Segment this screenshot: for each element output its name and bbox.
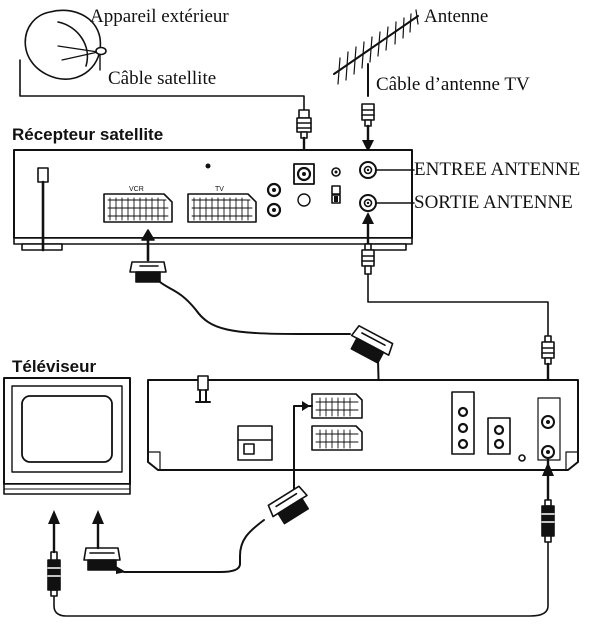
antenna-plug-vcr-out — [541, 499, 555, 543]
scart-plug-vcr-tv — [267, 485, 310, 525]
satellite-dish — [24, 9, 107, 80]
socket-label-vcr: VCR — [129, 186, 144, 193]
antenna-plug-tv — [47, 551, 61, 597]
scart-plug-receiver-side — [129, 261, 167, 283]
vcr — [147, 375, 579, 471]
antenna — [333, 9, 419, 97]
antenna-plug-receiver-out — [361, 243, 375, 275]
socket-label-tv: TV — [215, 186, 224, 193]
television — [3, 377, 131, 495]
receiver-scart-tv — [187, 193, 257, 223]
arrow-antenna-out — [362, 212, 374, 224]
label-satellite-receiver: Récepteur satellite — [12, 125, 164, 144]
arrow-antenna-tv — [48, 510, 60, 524]
rf-cable-vcr-tv — [53, 541, 549, 617]
label-satellite-cable: Câble satellite — [108, 68, 217, 89]
label-outdoor-unit: Appareil extérieur — [90, 6, 229, 27]
label-antenna: Antenne — [424, 6, 489, 27]
label-antenna-out: SORTIE ANTENNE — [414, 192, 573, 213]
satellite-receiver — [13, 149, 413, 252]
label-tv-antenna-cable: Câble d’antenne TV — [376, 74, 530, 95]
vcr-scart-lower — [311, 425, 363, 451]
scart-plug-tv — [83, 547, 126, 574]
arrow-scart-tv — [92, 510, 104, 524]
scart-plug-vcr-side — [350, 324, 394, 364]
arrow-vcr-antenna-out — [542, 462, 554, 476]
antenna-plug-vcr-in — [541, 335, 555, 365]
satellite-cable — [19, 59, 305, 119]
label-antenna-in: ENTREE ANTENNE — [414, 159, 581, 180]
scart-cable-to-tv — [123, 519, 265, 573]
satellite-plug-top — [296, 109, 312, 152]
receiver-scart-vcr — [103, 193, 173, 223]
scart-cable-receiver-vcr — [159, 281, 351, 335]
arrow-antenna-in — [362, 140, 374, 152]
vcr-scart-upper — [311, 393, 363, 419]
rf-cable-receiver-vcr — [367, 273, 549, 337]
antenna-plug-top — [361, 103, 375, 127]
label-television: Téléviseur — [12, 357, 97, 376]
